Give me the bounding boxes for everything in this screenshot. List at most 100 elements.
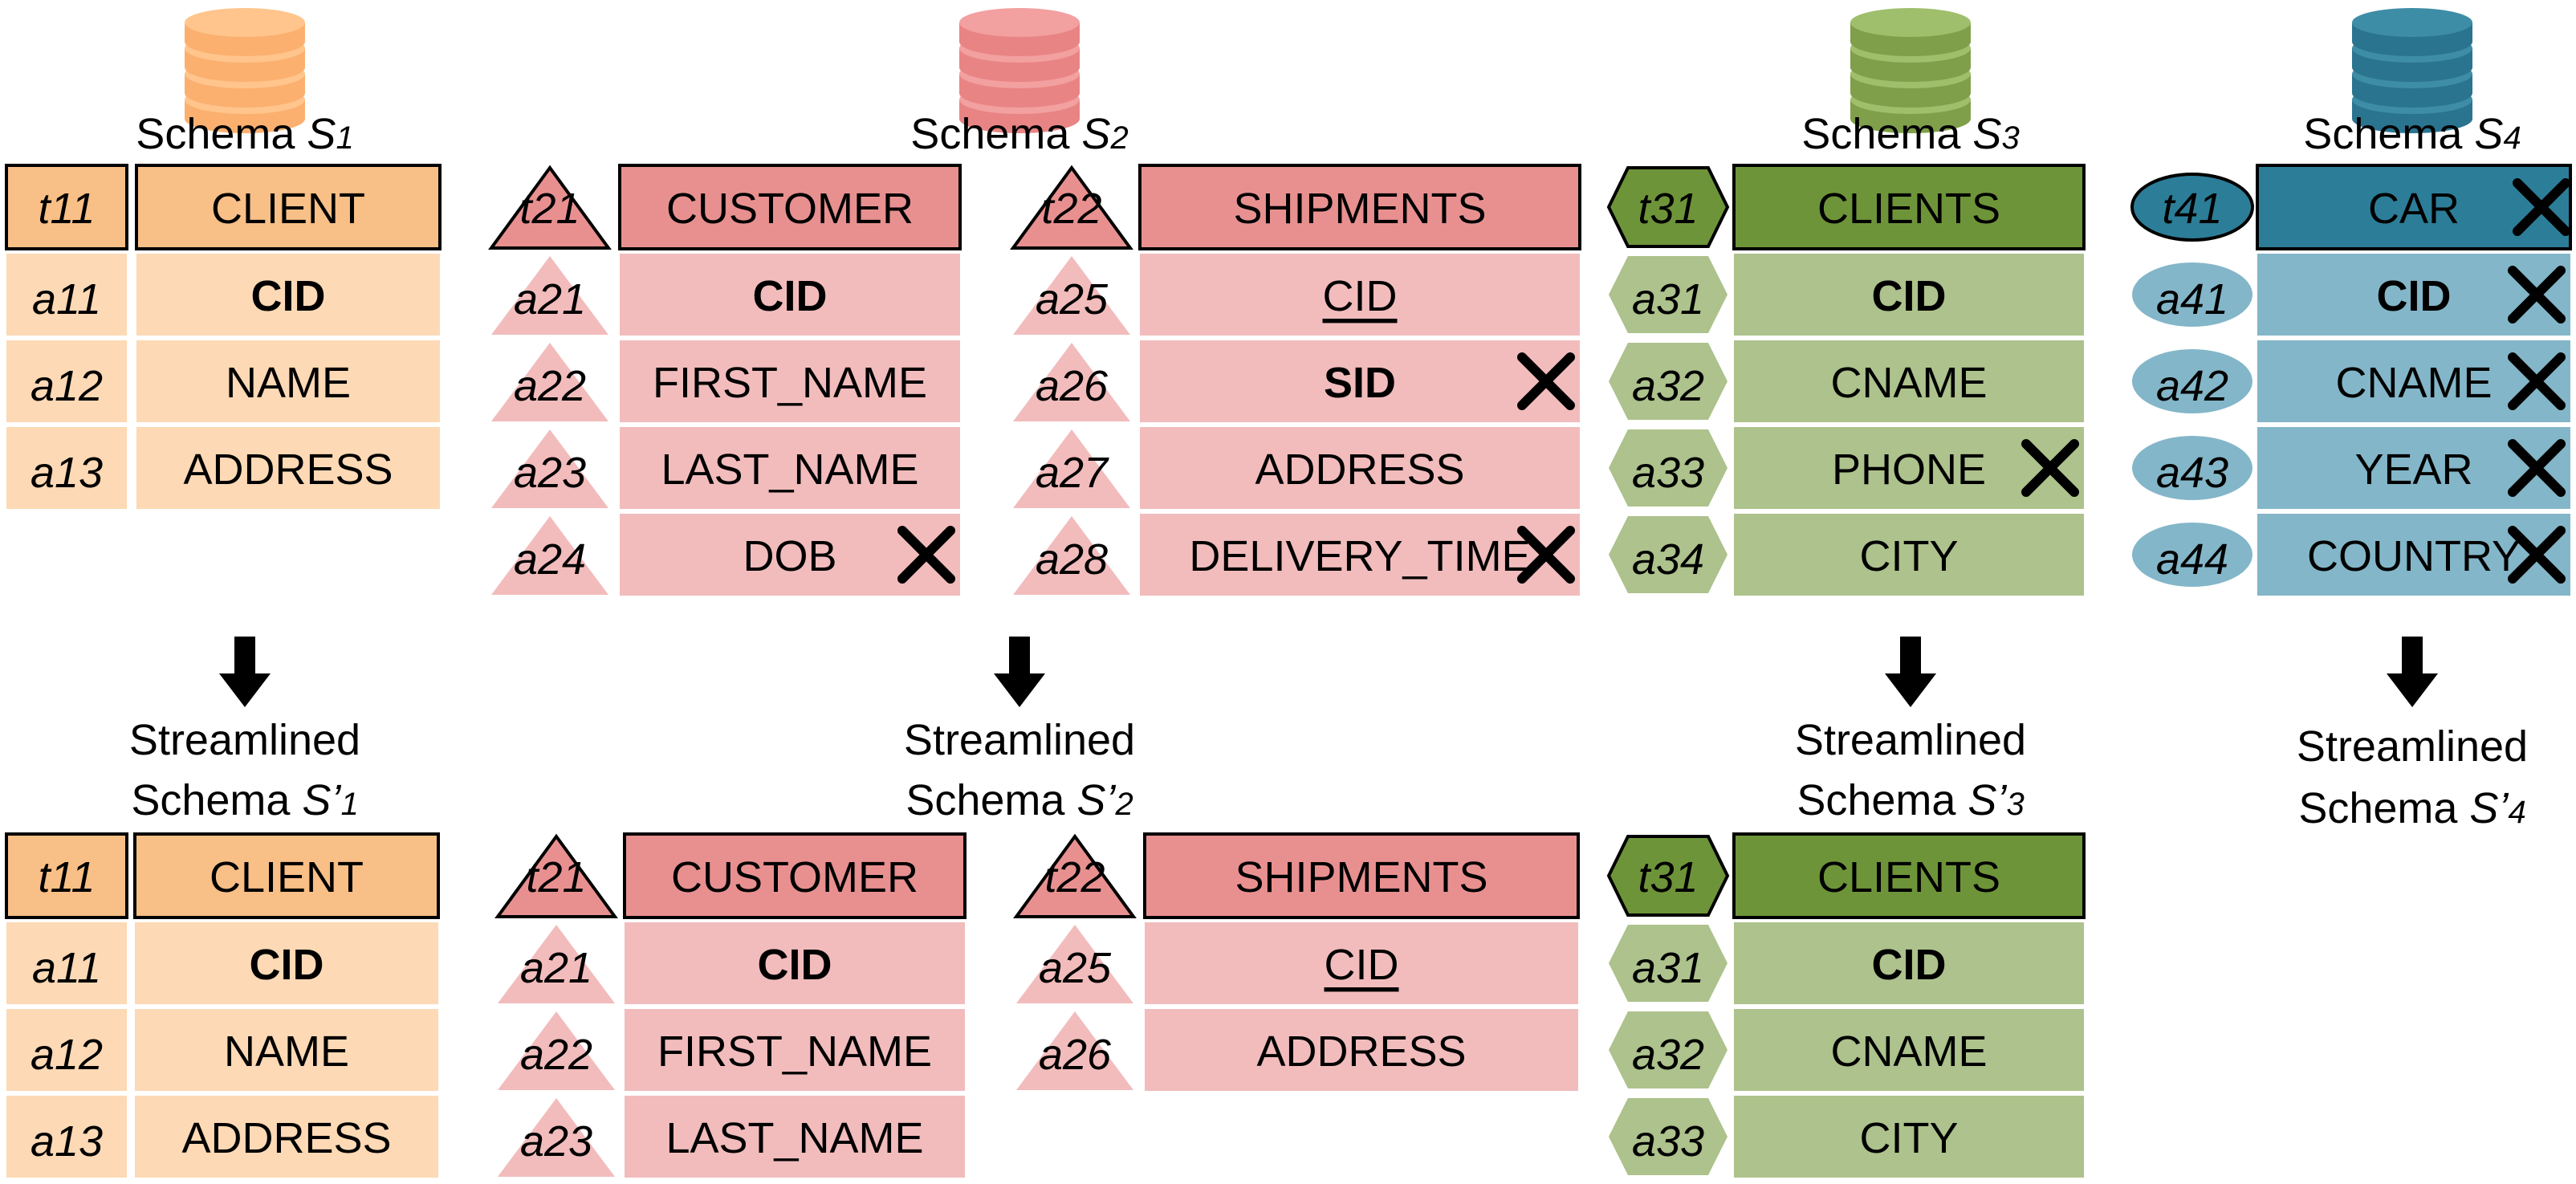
attribute-id-a33: [1609, 1098, 1728, 1175]
attribute-cell: [625, 922, 965, 1004]
attribute-id-label: a28: [1036, 535, 1108, 584]
down-arrow-icon: [1885, 637, 1936, 707]
schema-title: Schema S2: [910, 110, 1128, 158]
attribute-id-label: a33: [1632, 449, 1704, 497]
attribute-name: FIRST_NAME: [653, 359, 927, 407]
attribute-id-label: a12: [31, 362, 103, 410]
streamlined-schema-title: Schema S’4: [2298, 784, 2525, 832]
table-name: CUSTOMER: [666, 185, 914, 233]
attribute-id-label: a25: [1039, 944, 1112, 992]
attribute-id-label: a43: [2156, 449, 2228, 497]
attribute-cell: [1145, 1009, 1578, 1091]
attribute-id-a12: [6, 340, 127, 422]
attribute-id-label: a34: [1632, 535, 1704, 584]
attribute-cell: [625, 1096, 965, 1178]
attribute-name: CID: [1872, 272, 1947, 320]
table-id-label: t31: [1638, 185, 1698, 233]
table-id-t11: [5, 164, 128, 250]
attribute-id-a32: [1609, 1011, 1728, 1088]
table-id-label: t41: [2162, 185, 2222, 233]
attribute-id-a11: [6, 254, 127, 336]
table-header: [133, 832, 440, 919]
attribute-cell: [1140, 254, 1580, 336]
table-id-label: t31: [1638, 853, 1698, 901]
attribute-cell: [1734, 1096, 2084, 1178]
down-arrow-icon: [2387, 637, 2438, 707]
attribute-name: ADDRESS: [1256, 1027, 1466, 1076]
table-name: CLIENT: [211, 185, 365, 233]
streamlined-title: Streamlined: [1795, 716, 2026, 764]
attribute-id-a21: [498, 925, 615, 1003]
attribute-row: a23 LAST_NAME: [491, 427, 960, 509]
attribute-id-a25: [1016, 925, 1133, 1003]
attribute-cell: [1734, 922, 2084, 1004]
removed-x-icon: [2021, 439, 2079, 497]
attribute-name: CNAME: [2335, 359, 2492, 407]
table-id-label: t11: [38, 185, 95, 233]
attribute-name: NAME: [226, 359, 351, 407]
attribute-id-a43: [2132, 436, 2252, 500]
attribute-id-a26: [1016, 1011, 1133, 1090]
table-id-t41: [2130, 173, 2254, 242]
table-id-label: t22: [1044, 853, 1105, 901]
attribute-name: FIRST_NAME: [657, 1027, 932, 1076]
removed-x-icon: [897, 526, 955, 584]
table-header: [623, 832, 967, 919]
table-id-t22: [1013, 833, 1137, 918]
attribute-name: CID: [1872, 941, 1947, 989]
attribute-name: YEAR: [2354, 446, 2472, 494]
attribute-name: ADDRESS: [183, 446, 393, 494]
attribute-id-a21: [491, 256, 608, 335]
table-id-label: t21: [526, 853, 586, 901]
database-icon: [1850, 8, 1971, 133]
table-id-t22: [1010, 165, 1133, 250]
removed-x-icon: [2508, 526, 2566, 584]
attribute-id-label: a32: [1632, 362, 1704, 410]
attribute-cell: [135, 1009, 438, 1091]
table-id-t21: [488, 165, 612, 250]
attribute-id-label: a24: [514, 535, 586, 584]
removed-x-icon: [1517, 352, 1575, 410]
attribute-id-label: a13: [31, 1117, 103, 1166]
attribute-id-label: a33: [1632, 1117, 1704, 1166]
attribute-name: ADDRESS: [1255, 446, 1464, 494]
attribute-id-label: a23: [514, 449, 586, 497]
attribute-cell: [2257, 514, 2570, 596]
table-id-t31: [1606, 166, 1730, 248]
attribute-name: LAST_NAME: [661, 446, 918, 494]
attribute-id-a44: [2132, 523, 2252, 587]
attribute-id-label: a31: [1632, 944, 1704, 992]
attribute-cell: [135, 1096, 438, 1178]
attribute-id-a28: [1013, 516, 1130, 595]
removed-x-icon: [2508, 352, 2566, 410]
table-id-t31: [1606, 835, 1730, 917]
attribute-name: CITY: [1859, 1114, 1958, 1162]
attribute-name: CID: [753, 272, 828, 320]
attribute-id-a25: [1013, 256, 1130, 335]
attribute-cell: [2257, 340, 2570, 422]
attribute-name: CID: [251, 272, 326, 320]
attribute-id-label: a11: [32, 944, 101, 992]
attribute-cell: [1145, 922, 1578, 1004]
